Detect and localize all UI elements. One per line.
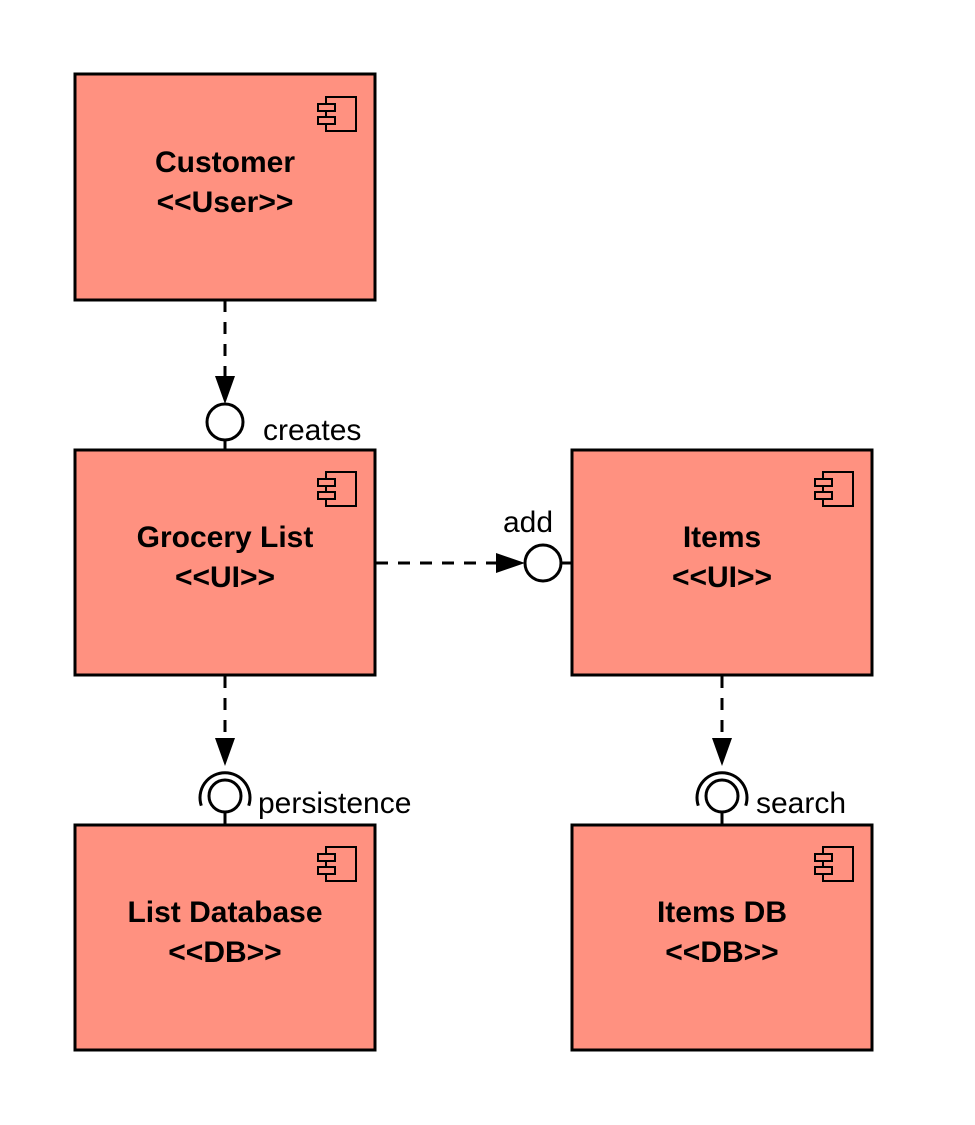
dependency-items-search	[712, 676, 732, 766]
component-icon	[814, 471, 854, 507]
component-name: Items	[683, 521, 761, 554]
component-grocery-list[interactable]: Grocery List <<UI>>	[73, 448, 377, 677]
interface-label-add: add	[503, 506, 553, 539]
interface-add: add	[503, 506, 572, 583]
dependency-customer-creates	[215, 300, 235, 404]
dependency-grocery-list-add	[376, 553, 525, 573]
interface-label-creates: creates	[263, 414, 361, 447]
component-customer[interactable]: Customer <<User>>	[73, 72, 377, 302]
component-icon	[317, 471, 357, 507]
component-items[interactable]: Items <<UI>>	[570, 448, 874, 677]
component-icon	[317, 96, 357, 132]
socket-persistence	[198, 771, 252, 807]
component-name: Grocery List	[137, 521, 314, 554]
component-stereotype: <<DB>>	[665, 936, 778, 969]
interface-creates: creates	[205, 402, 361, 450]
component-items-db[interactable]: Items DB <<DB>>	[570, 823, 874, 1052]
component-icon	[317, 846, 357, 882]
ball-search	[704, 778, 740, 814]
lollipop-creates	[205, 402, 245, 442]
dependency-grocery-list-persistence	[215, 676, 235, 766]
component-icon	[814, 846, 854, 882]
interface-search: search	[695, 771, 846, 826]
component-name: Items DB	[657, 896, 787, 929]
ball-persistence	[207, 778, 243, 814]
interface-label-persistence: persistence	[258, 787, 411, 820]
component-stereotype: <<DB>>	[168, 936, 281, 969]
interface-persistence: persistence	[198, 771, 411, 826]
socket-search	[695, 771, 749, 807]
component-stereotype: <<User>>	[157, 186, 294, 219]
interface-label-search: search	[756, 787, 846, 820]
component-stereotype: <<UI>>	[175, 561, 275, 594]
component-name: Customer	[155, 146, 295, 179]
lollipop-add	[523, 543, 563, 583]
component-stereotype: <<UI>>	[672, 561, 772, 594]
component-list-database[interactable]: List Database <<DB>>	[73, 823, 377, 1052]
component-name: List Database	[127, 896, 322, 929]
